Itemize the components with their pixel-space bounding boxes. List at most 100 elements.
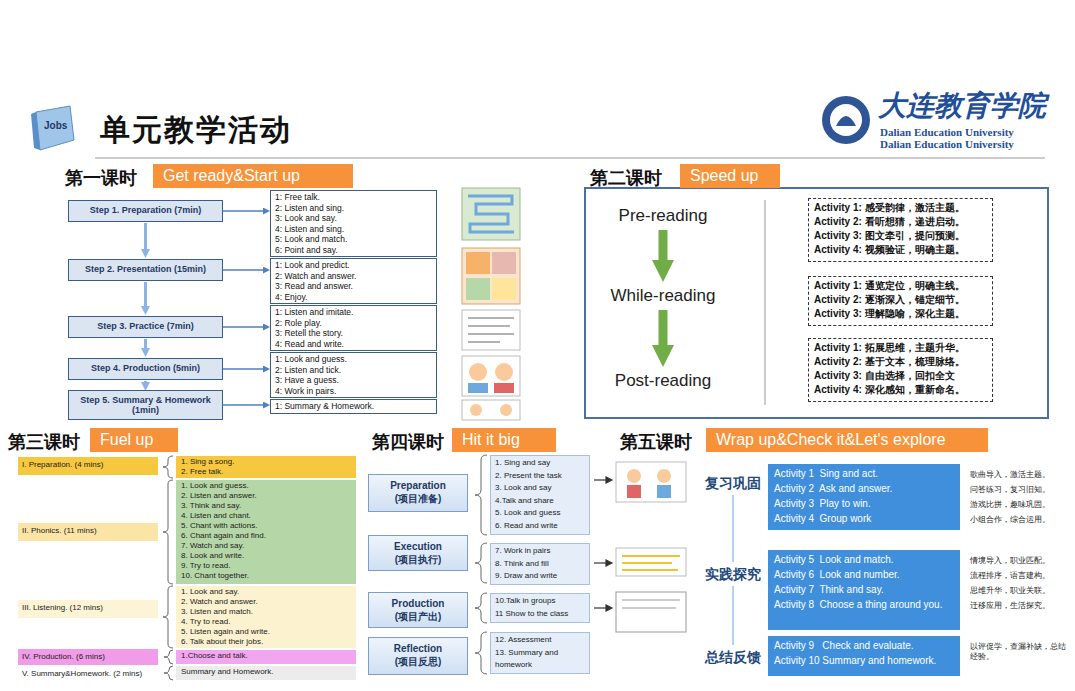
brace — [163, 456, 173, 478]
stage-label: III. Listening. (12 mins) — [18, 600, 158, 618]
activity-box: 7. Work in pairs8. Think and fill9. Draw… — [490, 543, 590, 585]
node-text: Wrap up&Check it&Let's explore — [716, 430, 978, 450]
activity-box: 1: Look and predict.2: Watch and answer.… — [270, 258, 437, 304]
body — [494, 383, 514, 393]
node-text: 3. Think and say. — [181, 501, 351, 511]
node-text: 2: Watch and answer. — [275, 271, 432, 282]
story-panel — [492, 252, 516, 274]
node-text: 2. Present the task — [495, 470, 585, 483]
step-box: Step 4. Production (5min) — [68, 358, 223, 380]
node-text: Activity 2 Ask and answer. — [774, 481, 954, 496]
reading-stage: Pre-reading — [600, 203, 726, 229]
body — [627, 485, 641, 498]
lesson-header: Speed up — [680, 164, 780, 188]
node-text: Activity 4 Group work — [774, 511, 954, 526]
lesson-header: Fuel up — [90, 428, 178, 452]
face — [469, 363, 487, 381]
node-text: (项目产出) — [371, 610, 465, 623]
thumbnail-faces — [462, 356, 520, 396]
node-text: I. Preparation. (4 mins) — [22, 460, 154, 470]
lesson-number: 第五课时 — [620, 430, 692, 454]
brace — [475, 455, 487, 535]
node-text: 4: Enjoy. — [275, 292, 432, 303]
node-text: 10.Talk in groups — [495, 595, 585, 608]
note: 问答练习，复习旧知。 — [970, 485, 1070, 495]
stage-label: V. Summary&Homework. (2 mins) — [18, 666, 158, 682]
node-text: 1. Look and say. — [181, 587, 351, 597]
activity-box: 1: Summary & Homework. — [270, 399, 437, 414]
note: 游戏比拼，趣味巩固。 — [970, 500, 1070, 510]
node-text: Activity 3: 理解隐喻，深化主题。 — [814, 307, 987, 321]
node-text: Activity 1 Sing and act. — [774, 466, 954, 481]
node-text: Production — [371, 597, 465, 610]
lesson-header: Get ready&Start up — [153, 164, 353, 188]
node-text: Activity 2: 逐渐深入，锚定细节。 — [814, 293, 987, 307]
node-text: 3: Read and answer. — [275, 281, 432, 292]
stage-box: Execution(项目执行) — [368, 535, 468, 571]
stage-box: Production(项目产出) — [368, 592, 468, 628]
connector — [144, 339, 147, 348]
node-text: Activity 1: 感受韵律，激活主题。 — [814, 201, 987, 215]
node-text: 8. Think and fill — [495, 558, 585, 571]
note: 思维升华，职业关联。 — [970, 586, 1070, 596]
page-lines — [468, 318, 514, 342]
node-text: Activity 2: 看听想猜，递进启动。 — [814, 215, 987, 229]
stage-label: I. Preparation. (4 mins) — [18, 457, 158, 475]
divider — [765, 200, 766, 405]
node-text: 11 Show to the class — [495, 608, 585, 621]
node-text: While-reading — [602, 285, 724, 307]
stage-label: 复习巩固 — [700, 472, 766, 494]
node-text: 10. Chant together. — [181, 571, 351, 581]
node-text: 4.Talk and share — [495, 495, 585, 508]
logo-text: Dalian Education University — [880, 126, 1014, 138]
lesson-number: 第一课时 — [65, 166, 137, 190]
connector — [223, 210, 263, 212]
node-text: Pre-reading — [602, 205, 724, 227]
node-text: Activity 7 Think and say. — [774, 582, 954, 597]
thumbnail-maze — [462, 188, 520, 240]
activity-box: Activity 1: 通览定位，明确主线。Activity 2: 逐渐深入，锚… — [808, 276, 993, 326]
node-text: Reflection — [371, 642, 465, 655]
connector — [659, 310, 668, 345]
node-text: V. Summary&Homework. (2 mins) — [22, 669, 154, 679]
picture-worksheet — [616, 548, 686, 576]
face — [470, 404, 482, 416]
title-rule — [95, 158, 1045, 159]
activity-box: 1.Choose and talk. — [176, 650, 356, 664]
node-text: Step 2. Presentation (15min) — [72, 264, 219, 274]
node-text: Activity 4: 视频验证，明确主题。 — [814, 243, 987, 257]
braces — [475, 455, 487, 674]
note: 情境导入，职业匹配。 — [970, 556, 1070, 566]
node-text: Activity 5 Look and match. — [774, 552, 954, 567]
node-text: 12. Assessment — [495, 634, 585, 647]
activity-box: 10.Talk in groups11 Show to the class — [490, 593, 590, 623]
story-panel — [466, 252, 490, 274]
node-text: 2. Watch and answer. — [181, 597, 351, 607]
activity-box: Activity 1: 感受韵律，激活主题。Activity 2: 看听想猜，递… — [808, 198, 993, 262]
book-icon — [36, 106, 74, 150]
picture-children — [616, 462, 686, 502]
node-text: 复习巩固 — [700, 474, 766, 492]
lesson-number: 第四课时 — [372, 430, 444, 454]
stage-box: Reflection(项目反思) — [368, 637, 468, 675]
brace — [164, 666, 173, 680]
node-text: Fuel up — [100, 430, 168, 450]
node-text: 2. Listen and answer. — [181, 491, 351, 501]
connector — [223, 368, 263, 370]
node-text: Activity 3 Play to win. — [774, 496, 954, 511]
node-text: 6. Talk about their jobs. — [181, 637, 351, 647]
brace — [163, 480, 173, 584]
activity-box: 1: Look and guess.2: Listen and tick.3: … — [270, 352, 437, 398]
reading-stage: Post-reading — [600, 368, 726, 394]
connector — [732, 495, 734, 562]
node-text: (项目反思) — [371, 655, 465, 668]
node-text: 实践探究 — [700, 565, 766, 583]
brace — [163, 586, 173, 648]
activity-box: Activity 9 Check and evaluate.Activity 1… — [768, 636, 960, 676]
connector — [223, 269, 263, 271]
face — [500, 404, 512, 416]
note: 歌曲导入，激活主题。 — [970, 470, 1070, 480]
activity-box: 1. Sing a song.2. Free talk. — [176, 456, 356, 478]
lesson-header: Hit it big — [452, 428, 556, 452]
node-text: 3. Look and say — [495, 482, 585, 495]
